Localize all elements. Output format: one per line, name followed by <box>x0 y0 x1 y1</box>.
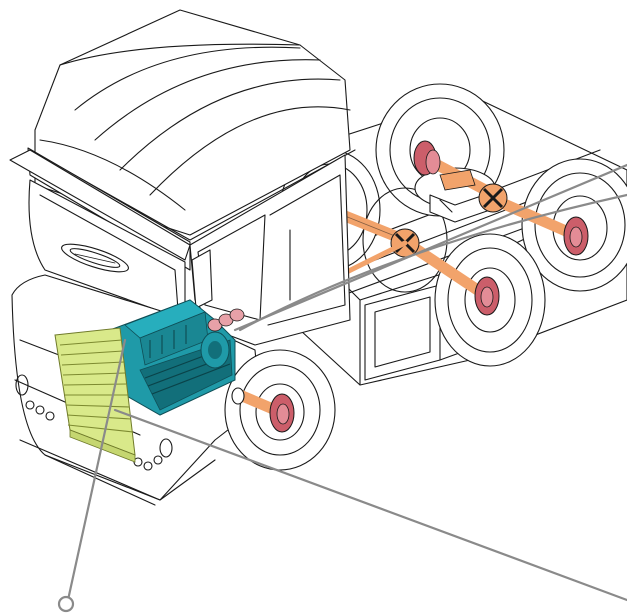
engine-callout-marker <box>57 595 75 613</box>
engine-callout-line <box>66 338 127 602</box>
headlights <box>15 374 173 471</box>
front-axle <box>231 387 295 433</box>
rear-axle-3 <box>404 239 500 316</box>
engine <box>109 299 245 416</box>
differential-2 <box>478 183 508 213</box>
radiator-callout-line <box>113 408 627 602</box>
brand-logo <box>61 243 129 273</box>
drivetrain-callout-line <box>233 163 627 332</box>
callout-lines <box>57 163 627 613</box>
